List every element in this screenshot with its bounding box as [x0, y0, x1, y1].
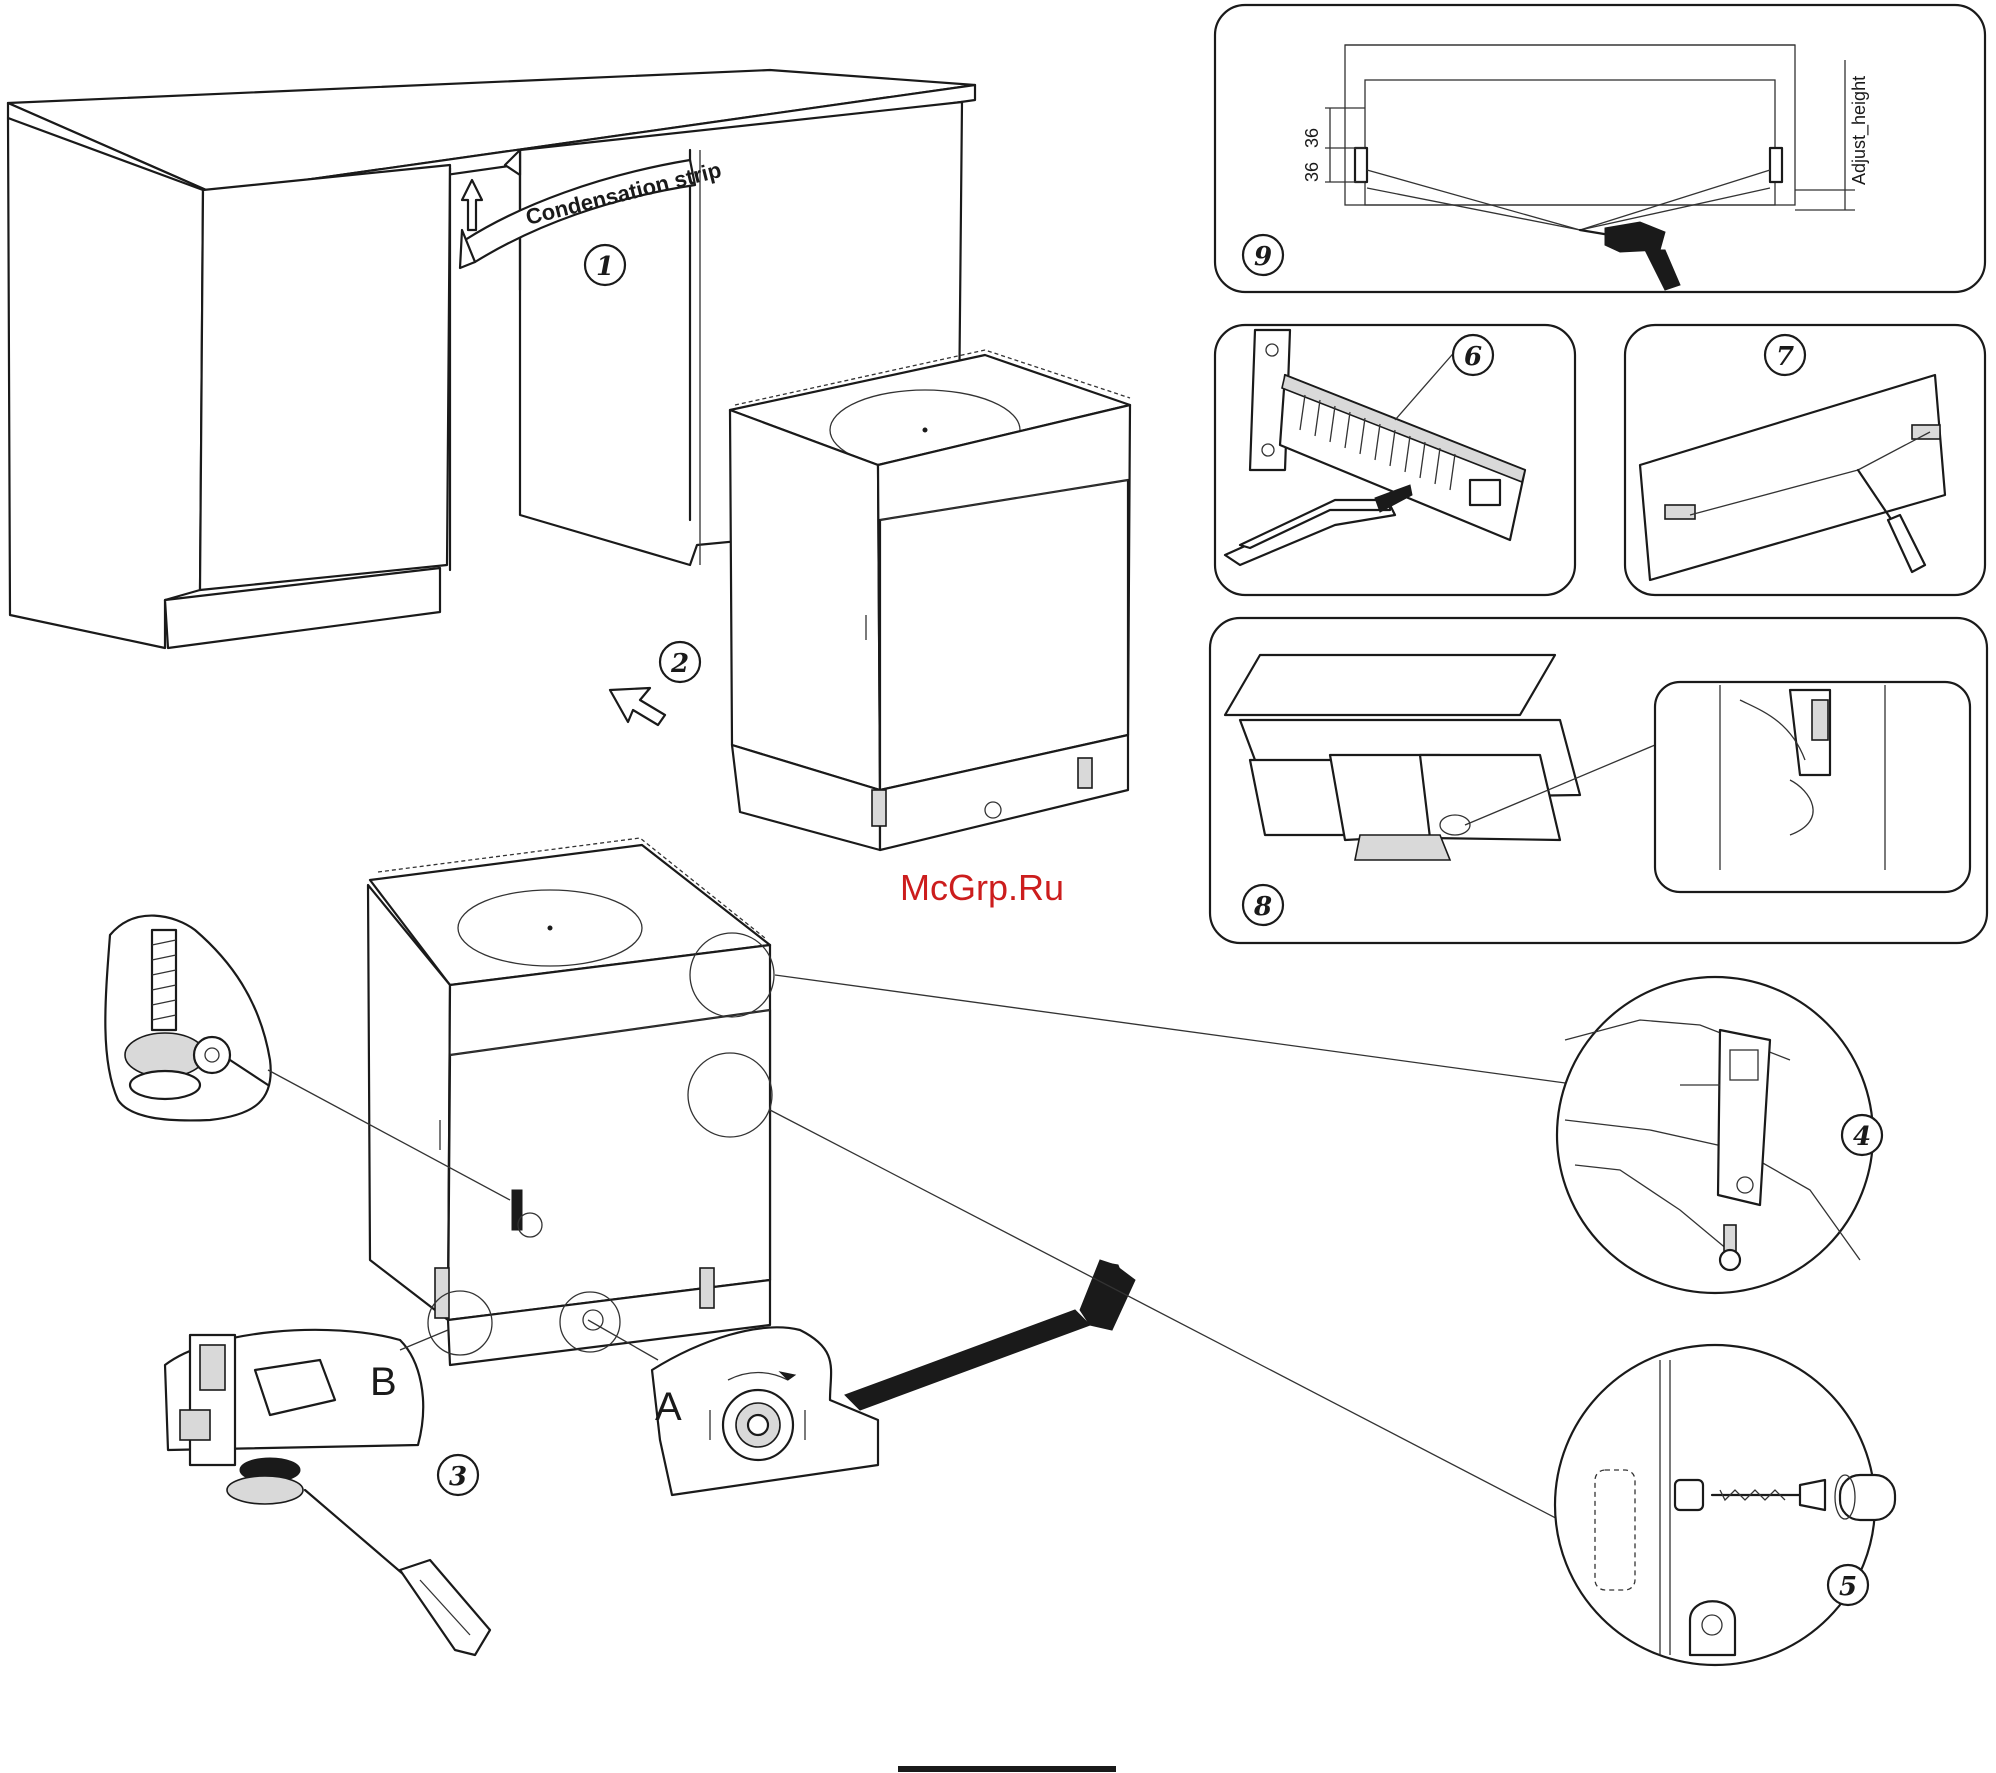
watermark: McGrp.Ru: [900, 867, 1064, 908]
step-8-number: 8: [1253, 892, 1272, 922]
panel-7: 7: [1625, 325, 1985, 595]
dimension-36-top: 36: [1302, 128, 1322, 148]
adjust-height-label: Adjust_height: [1849, 76, 1870, 185]
detail-4: [1557, 977, 1873, 1293]
panel-9: 36 36 Adjust_height 9: [1215, 5, 1985, 292]
step-6-number: 6: [1464, 342, 1482, 372]
step-3-number: 3: [449, 1462, 467, 1492]
step-9-number: 9: [1254, 242, 1272, 272]
callout-b-label: B: [370, 1360, 397, 1404]
panel-6: 6: [1215, 325, 1575, 595]
detail-5: [1555, 1345, 1895, 1665]
dishwasher-lower: [368, 838, 770, 1365]
step-7-number: 7: [1776, 342, 1794, 372]
step-1-number: 1: [596, 252, 614, 282]
insert-arrow: [610, 688, 665, 725]
allen-key-icon: [845, 1260, 1135, 1410]
step-4-number: 4: [1853, 1122, 1871, 1152]
step-5-number: 5: [1839, 1572, 1857, 1602]
arrow-icon: [610, 688, 665, 725]
dimension-36-bottom: 36: [1302, 162, 1322, 182]
screwdriver-icon: [305, 1490, 490, 1655]
callout-a-label: A: [655, 1385, 682, 1429]
dishwasher-upper: [730, 350, 1130, 850]
bottom-rule: [898, 1766, 1116, 1772]
panel-8: 8: [1210, 618, 1987, 943]
step-2-number: 2: [670, 649, 689, 679]
arrow-up-icon: [462, 180, 482, 230]
